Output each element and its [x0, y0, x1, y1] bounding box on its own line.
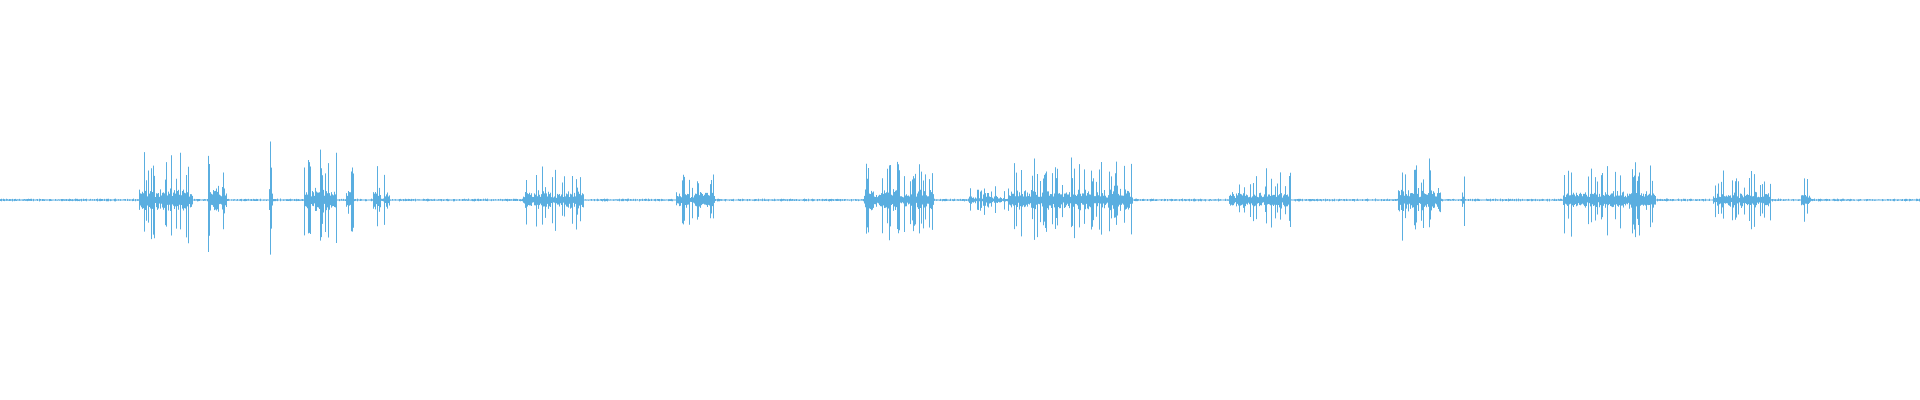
waveform-samples — [0, 141, 1920, 255]
waveform-trace — [0, 141, 1920, 255]
